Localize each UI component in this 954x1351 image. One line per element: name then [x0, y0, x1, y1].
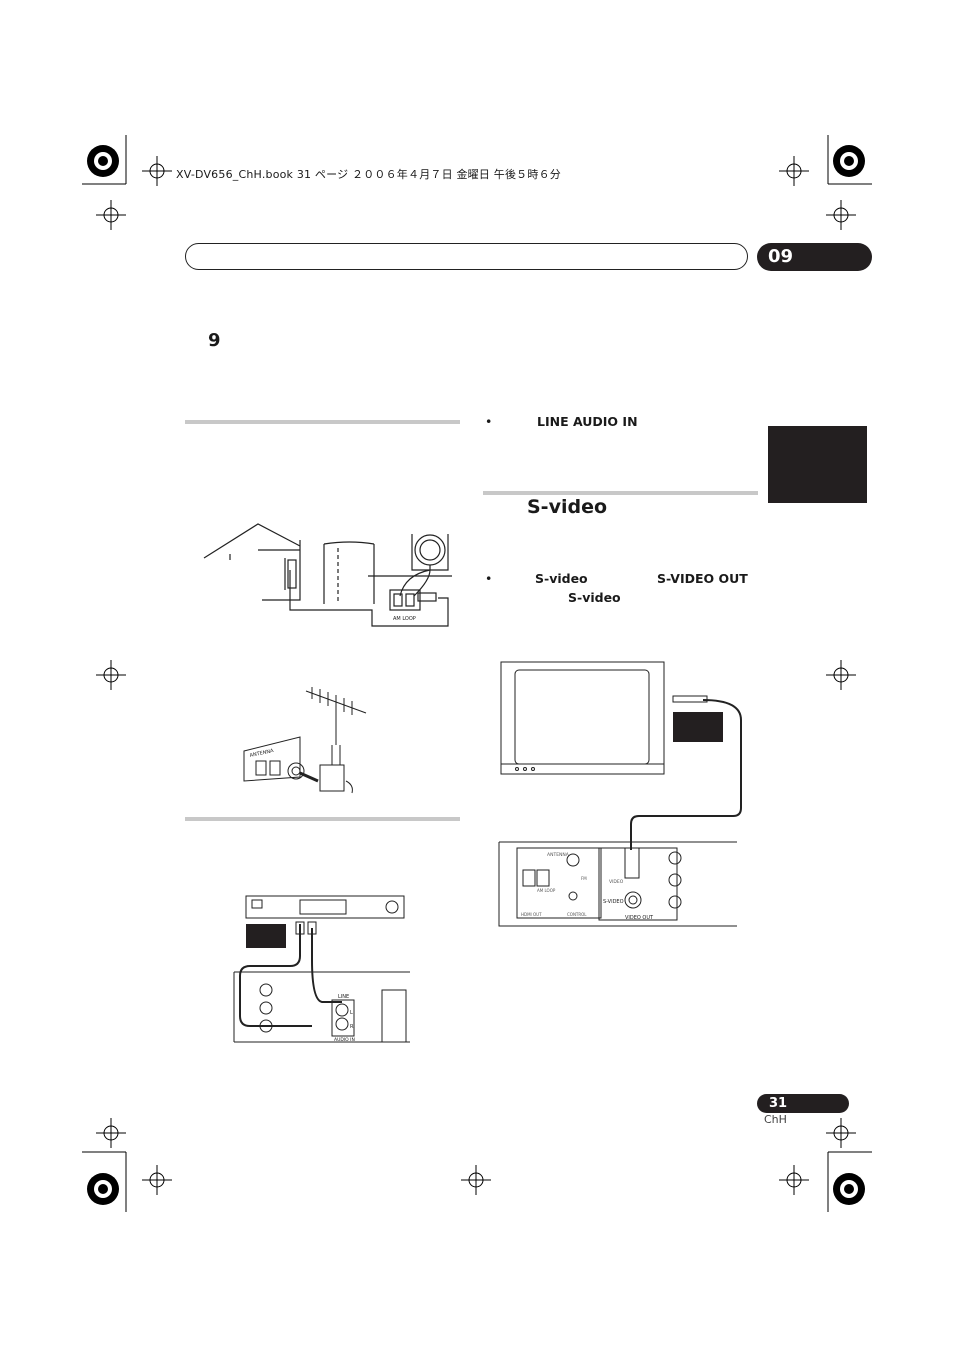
- crosshair-mark: [142, 156, 172, 186]
- starburst-mark-bottom-right: [833, 1173, 865, 1205]
- section-rule-antenna: [185, 420, 460, 424]
- page-language-code: ChH: [764, 1113, 787, 1126]
- am-loop-panel-label: AM LOOP: [537, 888, 556, 893]
- right-channel-label: R: [350, 1024, 354, 1030]
- crosshair-mark: [826, 660, 856, 690]
- audio-in-label: AUDIO IN: [334, 1037, 355, 1043]
- audio-connection-figure: LINE L R AUDIO IN: [233, 895, 410, 1043]
- page-number-tab: 31: [757, 1094, 849, 1113]
- bullet-marker: •: [485, 414, 493, 429]
- crosshair-mark: [142, 1165, 172, 1195]
- print-header-line: XV-DV656_ChH.book 31 ページ ２００６年４月７日 金曜日 午…: [176, 168, 561, 181]
- control-label: CONTROL: [567, 912, 587, 917]
- svideo-jack-label: S-VIDEO: [603, 899, 624, 905]
- fm-panel-label: FM: [581, 876, 587, 881]
- svideo-out-term: S-VIDEO OUT: [657, 571, 748, 586]
- svideo-term: S-video: [568, 590, 621, 605]
- am-loop-label: AM LOOP: [393, 616, 416, 622]
- section-rule-audio: [185, 817, 460, 821]
- starburst-mark-bottom-left: [87, 1173, 119, 1205]
- starburst-mark-top-left: [87, 145, 119, 177]
- video-out-label: VIDEO OUT: [625, 915, 654, 921]
- crosshair-mark: [96, 200, 126, 230]
- starburst-mark-top-right: [833, 145, 865, 177]
- crosshair-mark: [779, 156, 809, 186]
- language-side-tab: [768, 426, 867, 503]
- chapter-tab: 09: [757, 243, 872, 271]
- crosshair-mark: [96, 660, 126, 690]
- section-title-svideo: S-video: [527, 496, 608, 518]
- section-rule-svideo: [483, 491, 758, 495]
- chapter-title-bar: [185, 243, 748, 270]
- left-channel-label: L: [350, 1010, 353, 1016]
- component-callout-box: [246, 924, 286, 948]
- line-label: LINE: [338, 994, 349, 1000]
- svideo-connection-figure: S-VIDEO VIDEO VIDEO OUT ANTENNA AM LOOP …: [498, 661, 742, 927]
- am-loop-antenna-figure: AM LOOP: [203, 523, 452, 627]
- crosshair-mark: [826, 200, 856, 230]
- svideo-term: S-video: [535, 571, 588, 586]
- antenna-panel-label: ANTENNA: [547, 852, 570, 858]
- crosshair-mark: [461, 1165, 491, 1195]
- svideo-callout-box: [673, 712, 723, 742]
- bullet-marker: •: [485, 571, 493, 586]
- chapter-heading-number: 9: [208, 330, 221, 351]
- crosshair-mark: [826, 1118, 856, 1148]
- line-audio-in-label: LINE AUDIO IN: [537, 414, 638, 429]
- fm-antenna-figure: ANTENNA: [243, 687, 367, 794]
- video-label: VIDEO: [609, 879, 624, 885]
- hdmi-out-label: HDMI OUT: [521, 912, 542, 917]
- antenna-label: ANTENNA: [249, 748, 275, 759]
- crosshair-mark: [96, 1118, 126, 1148]
- crosshair-mark: [779, 1165, 809, 1195]
